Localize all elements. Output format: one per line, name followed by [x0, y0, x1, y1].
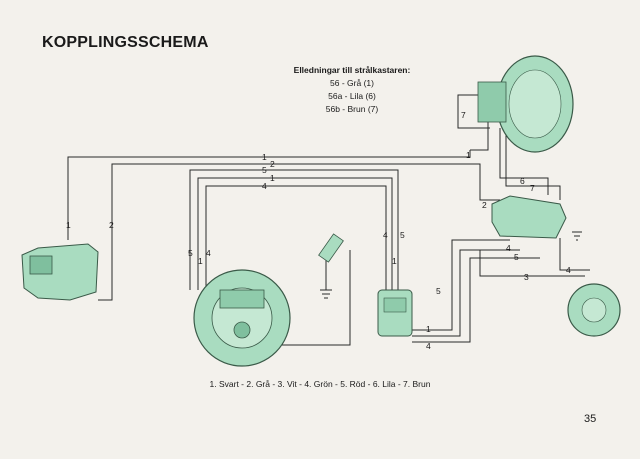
wire-label: 4 [426, 341, 431, 351]
page-title: KOPPLINGSSCHEMA [42, 34, 209, 51]
tail-lamp [21, 243, 99, 301]
wire-label: 1 [198, 256, 203, 266]
wire-label: 1 [66, 220, 71, 230]
wire-5-reg [412, 257, 540, 343]
magneto [193, 269, 291, 367]
wire-label: 4 [506, 243, 511, 253]
wire-color-legend: 1. Svart - 2. Grå - 3. Vit - 4. Grön - 5… [209, 379, 431, 389]
wire-7-head [457, 94, 490, 129]
headlamp-wire-legend: Elledningar till strålkastaren: 56 - Grå… [262, 64, 442, 116]
headlamp [477, 55, 574, 153]
wire-label: 1 [262, 152, 267, 162]
wire-label: 2 [109, 220, 114, 230]
wire-label: 1 [426, 324, 431, 334]
wire-label: 7 [461, 110, 466, 120]
wire-5-loop [189, 169, 399, 320]
wire-label: 5 [436, 286, 441, 296]
wire-labels: 1 2 1 2 5 1 4 5 1 4 4 5 1 7 1 6 7 2 4 5 … [66, 110, 571, 351]
wire-label: 1 [392, 256, 397, 266]
wire-2-top [98, 163, 500, 301]
wire-3-horn [479, 250, 585, 277]
wire-label: 5 [188, 248, 193, 258]
wire-label: 5 [400, 230, 405, 240]
page-number: 35 [584, 413, 597, 425]
wire-label: 1 [466, 150, 471, 160]
wire-4-horn [559, 238, 590, 271]
wire-label: 3 [524, 272, 529, 282]
headlamp-legend-title: Elledningar till strålkastaren: [293, 65, 411, 75]
wire-label: 4 [262, 181, 267, 191]
wire-7-head-b [505, 120, 561, 200]
horn [567, 283, 621, 337]
wire-4-loop [205, 185, 387, 320]
wire-1-top [67, 150, 471, 240]
spark-plug [318, 233, 344, 299]
wire-label: 6 [520, 176, 525, 186]
headlamp-legend-line: 56b - Brun (7) [325, 104, 379, 114]
wire-label: 1 [270, 173, 275, 183]
wire-label: 7 [530, 183, 535, 193]
wire-label: 4 [383, 230, 388, 240]
regulator [377, 289, 413, 337]
headlamp-legend-line: 56a - Lila (6) [328, 91, 376, 101]
wire-1-reg [412, 239, 510, 331]
wire-1-loop [197, 177, 393, 320]
wires [67, 94, 590, 346]
wire-1-head [470, 120, 489, 151]
wire-label: 5 [514, 252, 519, 262]
headlamp-legend-line: 56 - Grå (1) [330, 78, 374, 88]
wire-label: 2 [270, 159, 275, 169]
wire-label: 5 [262, 165, 267, 175]
wire-label: 4 [206, 248, 211, 258]
wire-label: 4 [566, 265, 571, 275]
handlebar-switch [491, 195, 582, 241]
wire-label: 2 [482, 200, 487, 210]
wire-4-reg [412, 249, 520, 337]
